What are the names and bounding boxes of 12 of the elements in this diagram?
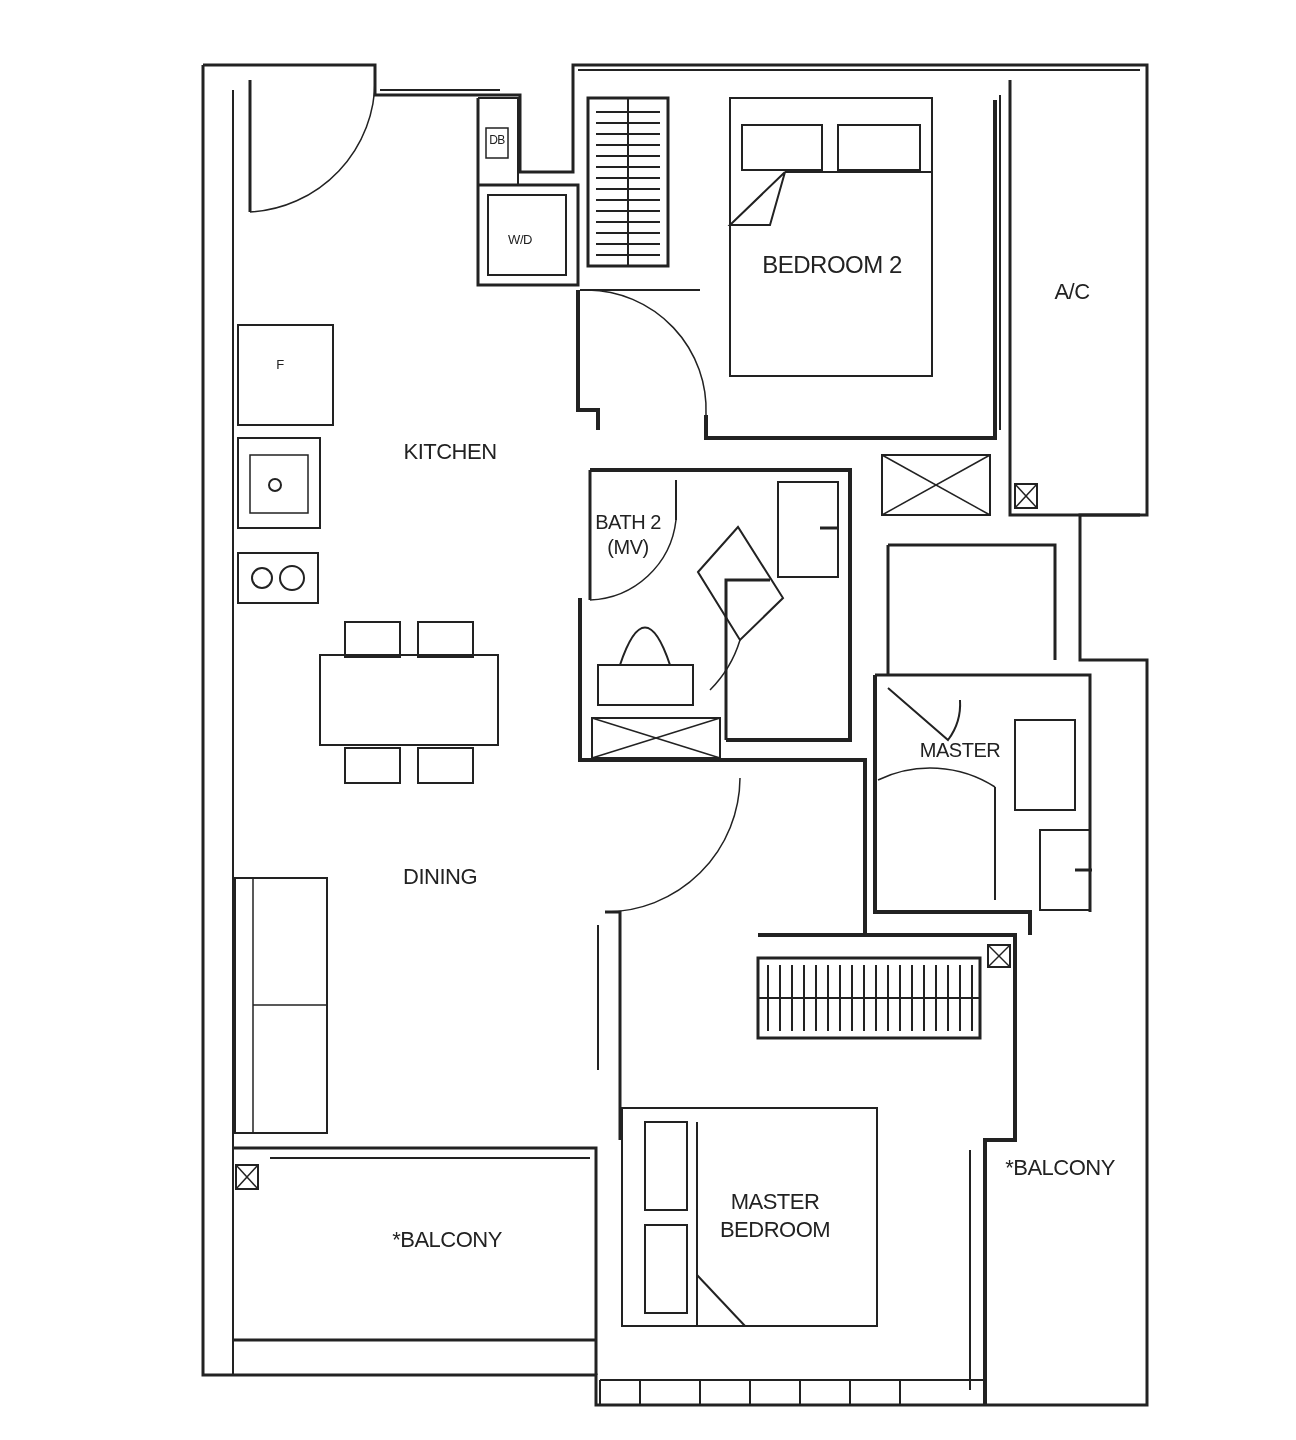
room-label: DINING: [402, 863, 478, 891]
room-label: BATH 2 (MV): [594, 510, 662, 560]
room-label: A/C: [1053, 278, 1091, 306]
room-label: *BALCONY: [391, 1226, 503, 1254]
room-label: KITCHEN: [402, 438, 498, 466]
room-label: MASTER BEDROOM: [718, 1187, 832, 1243]
room-label: MASTER: [918, 737, 1002, 763]
room-label: DB: [488, 132, 506, 148]
room-label: *BALCONY: [1004, 1154, 1116, 1182]
room-label: BEDROOM 2: [762, 250, 902, 280]
room-label: F: [275, 356, 285, 374]
room-label: W/D: [507, 231, 533, 249]
